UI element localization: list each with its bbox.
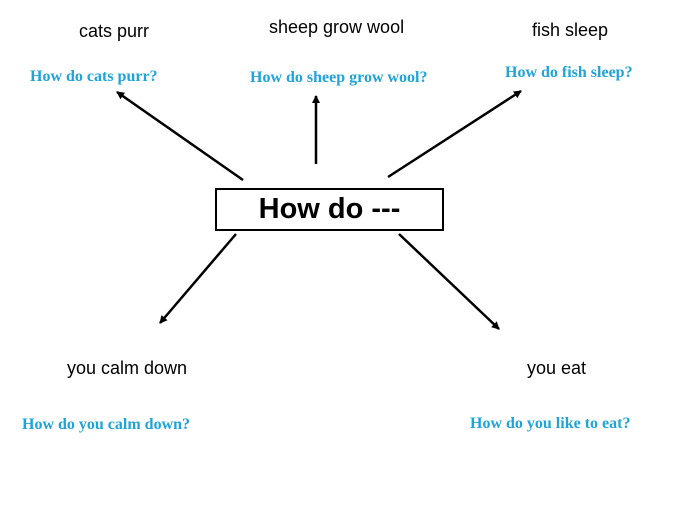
statement-calm: you calm down bbox=[67, 358, 188, 378]
question-cats: How do cats purr? bbox=[30, 68, 158, 85]
center-node: How do --- bbox=[215, 188, 444, 231]
question-fish: How do fish sleep? bbox=[505, 64, 633, 81]
statement-eat: you eat bbox=[527, 358, 587, 378]
statement-cats: cats purr bbox=[79, 21, 150, 41]
question-calm: How do you calm down? bbox=[22, 416, 191, 433]
center-title: How do --- bbox=[258, 193, 401, 225]
arrow-to-calm bbox=[159, 233, 237, 324]
arrow-to-cats bbox=[116, 90, 244, 182]
question-sheep: How do sheep grow wool? bbox=[250, 69, 428, 86]
arrow-to-fish bbox=[387, 89, 522, 179]
statement-fish: fish sleep bbox=[532, 20, 609, 40]
statement-sheep: sheep grow wool bbox=[269, 17, 405, 37]
arrow-to-eat bbox=[398, 233, 500, 330]
question-eat: How do you like to eat? bbox=[470, 415, 631, 432]
